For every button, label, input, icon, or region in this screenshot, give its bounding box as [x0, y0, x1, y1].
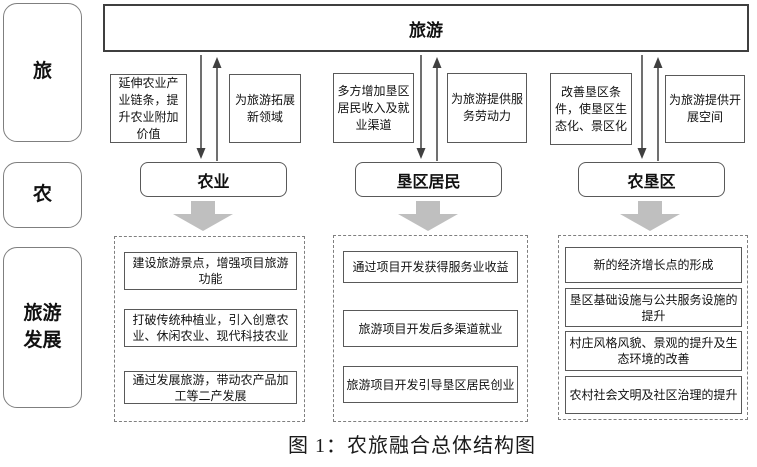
- side-label-tourism-development: 旅游发展: [3, 247, 82, 408]
- outcome-item: 旅游项目开发引导垦区居民创业: [343, 366, 518, 403]
- connector-box-expand-tourism-fields: 为旅游拓展新领域: [229, 74, 301, 143]
- side-label-agriculture: 农: [3, 162, 82, 228]
- flow-arrow-pair-reclamation-area: [635, 55, 665, 161]
- down-up-arrow-icon: [637, 55, 663, 161]
- outcome-item: 垦区基础设施与公共服务设施的提升: [565, 288, 742, 327]
- top-box-tourism: 旅游: [103, 4, 749, 52]
- outcome-item: 村庄风格风貌、景观的提升及生态环境的改善: [565, 331, 742, 371]
- down-up-arrow-icon: [416, 55, 442, 161]
- flow-arrow-pair-agriculture: [194, 55, 224, 161]
- connector-box-extend-agriculture-chain: 延伸农业产业链条，提升农业附加价值: [110, 74, 187, 143]
- outcome-item: 打破传统种植业，引入创意农业、休闲农业、现代科技农业: [124, 309, 297, 347]
- block-down-arrow-3: [620, 201, 680, 231]
- side-label-tourism: 旅: [3, 3, 82, 142]
- down-up-arrow-icon: [196, 55, 222, 161]
- block-down-arrow-1: [173, 201, 233, 231]
- outcome-item: 建设旅游景点，增强项目旅游功能: [124, 252, 297, 290]
- block-down-arrow-2: [398, 201, 458, 231]
- connector-box-provide-space: 为旅游提供开展空间: [665, 75, 745, 143]
- outcome-item: 通过项目开发获得服务业收益: [343, 251, 518, 283]
- middle-box-reclamation-area: 农垦区: [578, 162, 725, 197]
- connector-box-increase-resident-income: 多方增加垦区居民收入及就业渠道: [333, 73, 414, 143]
- block-down-arrow-icon: [398, 201, 458, 231]
- outcome-item: 通过发展旅游，带动农产品加工等二产发展: [124, 371, 297, 404]
- flow-arrow-pair-residents: [414, 55, 444, 161]
- middle-box-area-residents: 垦区居民: [355, 162, 502, 197]
- figure-caption: 图 1：农旅融合总体结构图: [288, 435, 536, 457]
- middle-box-agriculture: 农业: [140, 162, 287, 197]
- outcome-item: 农村社会文明及社区治理的提升: [565, 376, 742, 414]
- outcome-container-residents: [333, 235, 528, 422]
- outcome-container-agriculture: [114, 236, 305, 422]
- outcome-container-reclamation-area: [558, 235, 748, 420]
- connector-box-improve-area-conditions: 改善垦区条件，使垦区生态化、景区化: [550, 73, 632, 145]
- outcome-item: 新的经济增长点的形成: [565, 247, 742, 283]
- block-down-arrow-icon: [620, 201, 680, 231]
- block-down-arrow-icon: [173, 201, 233, 231]
- outcome-item: 旅游项目开发后多渠道就业: [343, 310, 518, 347]
- connector-box-provide-labor: 为旅游提供服务劳动力: [447, 73, 527, 143]
